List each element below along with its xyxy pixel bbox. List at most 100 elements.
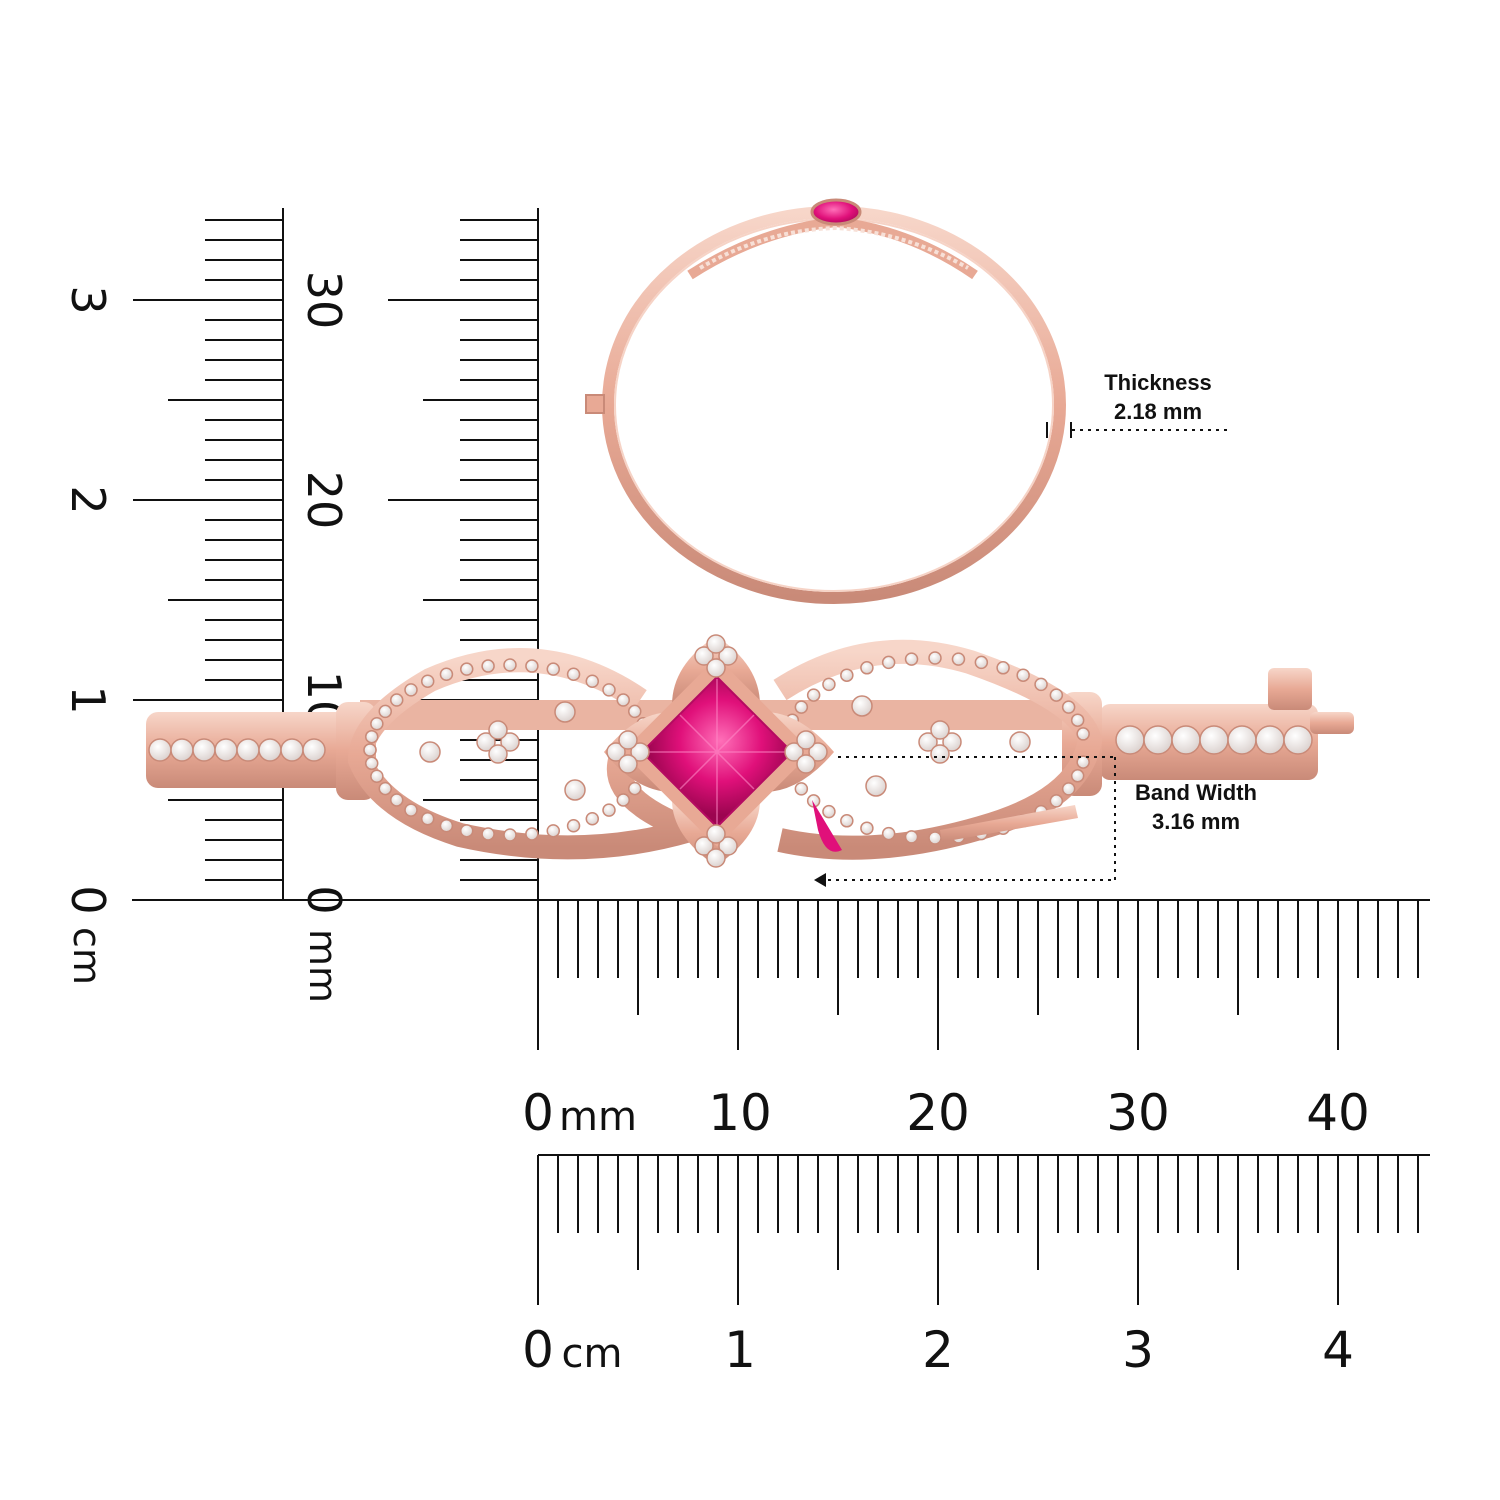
frame-stone [904,652,919,666]
frame-stone [525,659,539,673]
ruler-left-cm-label-3: 3 [61,285,115,314]
frame-stone [404,803,418,817]
ruler-bottom-cm-label-1: 1 [724,1321,756,1379]
center-ruby-facets [644,679,790,825]
frame-stone [389,793,404,807]
band-stones-left [148,738,326,762]
frame-stone [585,812,600,826]
flower-stone [808,742,828,762]
frame-stone [627,781,642,796]
frame-stone [404,683,418,697]
frame-stone [996,661,1010,675]
frame-stone [1049,794,1064,808]
flower-stone [796,730,816,750]
flower-stone [930,720,950,740]
bangle-top-setting-detail [698,225,969,270]
band-stone [1143,725,1173,755]
frame-stone [822,804,836,819]
ruler-left-cm-label-0: 0 [61,885,115,914]
band-stone [1283,725,1313,755]
band-width-value: 3.16 mm [1151,809,1241,834]
frame-stone [806,688,821,702]
frame-stone [370,769,384,784]
ruler-bottom-cm-label-3: 3 [1122,1321,1154,1379]
flower-stone [784,742,804,762]
frame-stone [904,830,919,844]
flower-stone [706,848,726,868]
band-stone [1255,725,1285,755]
ruler-left-mm-label-20: 20 [297,471,351,530]
ruler-bottom-mm: 0 mm 10 20 30 40 [522,900,1419,1142]
bangle-clasp-pin [1310,712,1354,734]
bangle-outer-ring [602,206,1066,604]
frame-stone [546,824,561,838]
flower-stone [694,646,714,666]
bangle-side-ruby [810,198,862,226]
ruler-bottom-mm-ticks [537,900,1419,1050]
frame-stone [860,821,874,835]
frame-stone [370,716,384,731]
frame-stone [794,782,809,796]
flower-stone [488,720,508,740]
frame-stone [503,658,517,672]
frame-stone [602,683,616,697]
band-stone [258,738,282,762]
flower-clusters [419,634,1031,868]
frame-stone [389,693,404,707]
frame-stone [363,743,377,757]
flower-stone [706,824,726,844]
accent-stone [1009,731,1031,753]
bangle-clasp-right [1268,668,1312,710]
ruler-left-cm: 0 cm 1 2 3 [61,208,284,985]
band-width-marker [814,756,1116,887]
ruler-left-cm-labels: 0 cm 1 2 3 [61,285,115,985]
ruler-left-mm-label-30: 30 [297,271,351,330]
ruler-bottom-cm-unit: cm [562,1331,623,1377]
frame-stone [602,803,616,817]
flower-stone [488,744,508,764]
band-stone [302,738,326,762]
ruler-bottom-mm-label-10: 10 [708,1084,772,1142]
frame-stone [1070,713,1085,727]
frame-stone [525,827,539,841]
frame-stone [951,652,966,666]
ruler-left-mm-ticks [388,219,538,881]
accent-stone [564,779,586,801]
frame-stone [1049,688,1064,702]
ruler-left-cm-label-2: 2 [61,485,115,514]
frame-stone [840,668,854,682]
ruler-left-mm-unit: mm [301,929,345,1003]
flower-stone [618,730,638,750]
frame-stone [860,661,874,675]
flower-stone [500,732,520,752]
frame-stone [503,828,517,842]
accent-stone [554,701,576,723]
frame-stone [794,700,809,714]
ruler-bottom-cm-ticks [537,1155,1419,1305]
band-width-label: Band Width [1135,780,1257,805]
thickness-value: 2.18 mm [1113,399,1203,424]
accent-stone [851,695,873,717]
ruby-accent-lower [812,800,842,852]
frame-stone [1061,700,1076,714]
ruler-left-cm-label-1: 1 [61,685,115,714]
frame-stone [364,729,379,744]
bangle-side-view [585,198,1228,604]
flower-stone [476,732,496,752]
ruler-left-cm-unit: cm [65,927,109,985]
bangle-bar-lower-right [940,805,1078,842]
frame-stone [481,827,495,841]
ruler-bottom-cm-label-0: 0 [522,1321,554,1379]
flower-stone [694,836,714,856]
frame-stone [1076,727,1090,741]
flower-stone [618,754,638,774]
frame-stone [566,818,581,833]
ruler-bottom-mm-label-20: 20 [906,1084,970,1142]
band-stone [1199,725,1229,755]
frame-stone [1070,769,1085,783]
frame-stone [481,659,495,673]
frame-stone [459,662,474,676]
frame-stone [1076,755,1090,769]
band-stone [280,738,304,762]
